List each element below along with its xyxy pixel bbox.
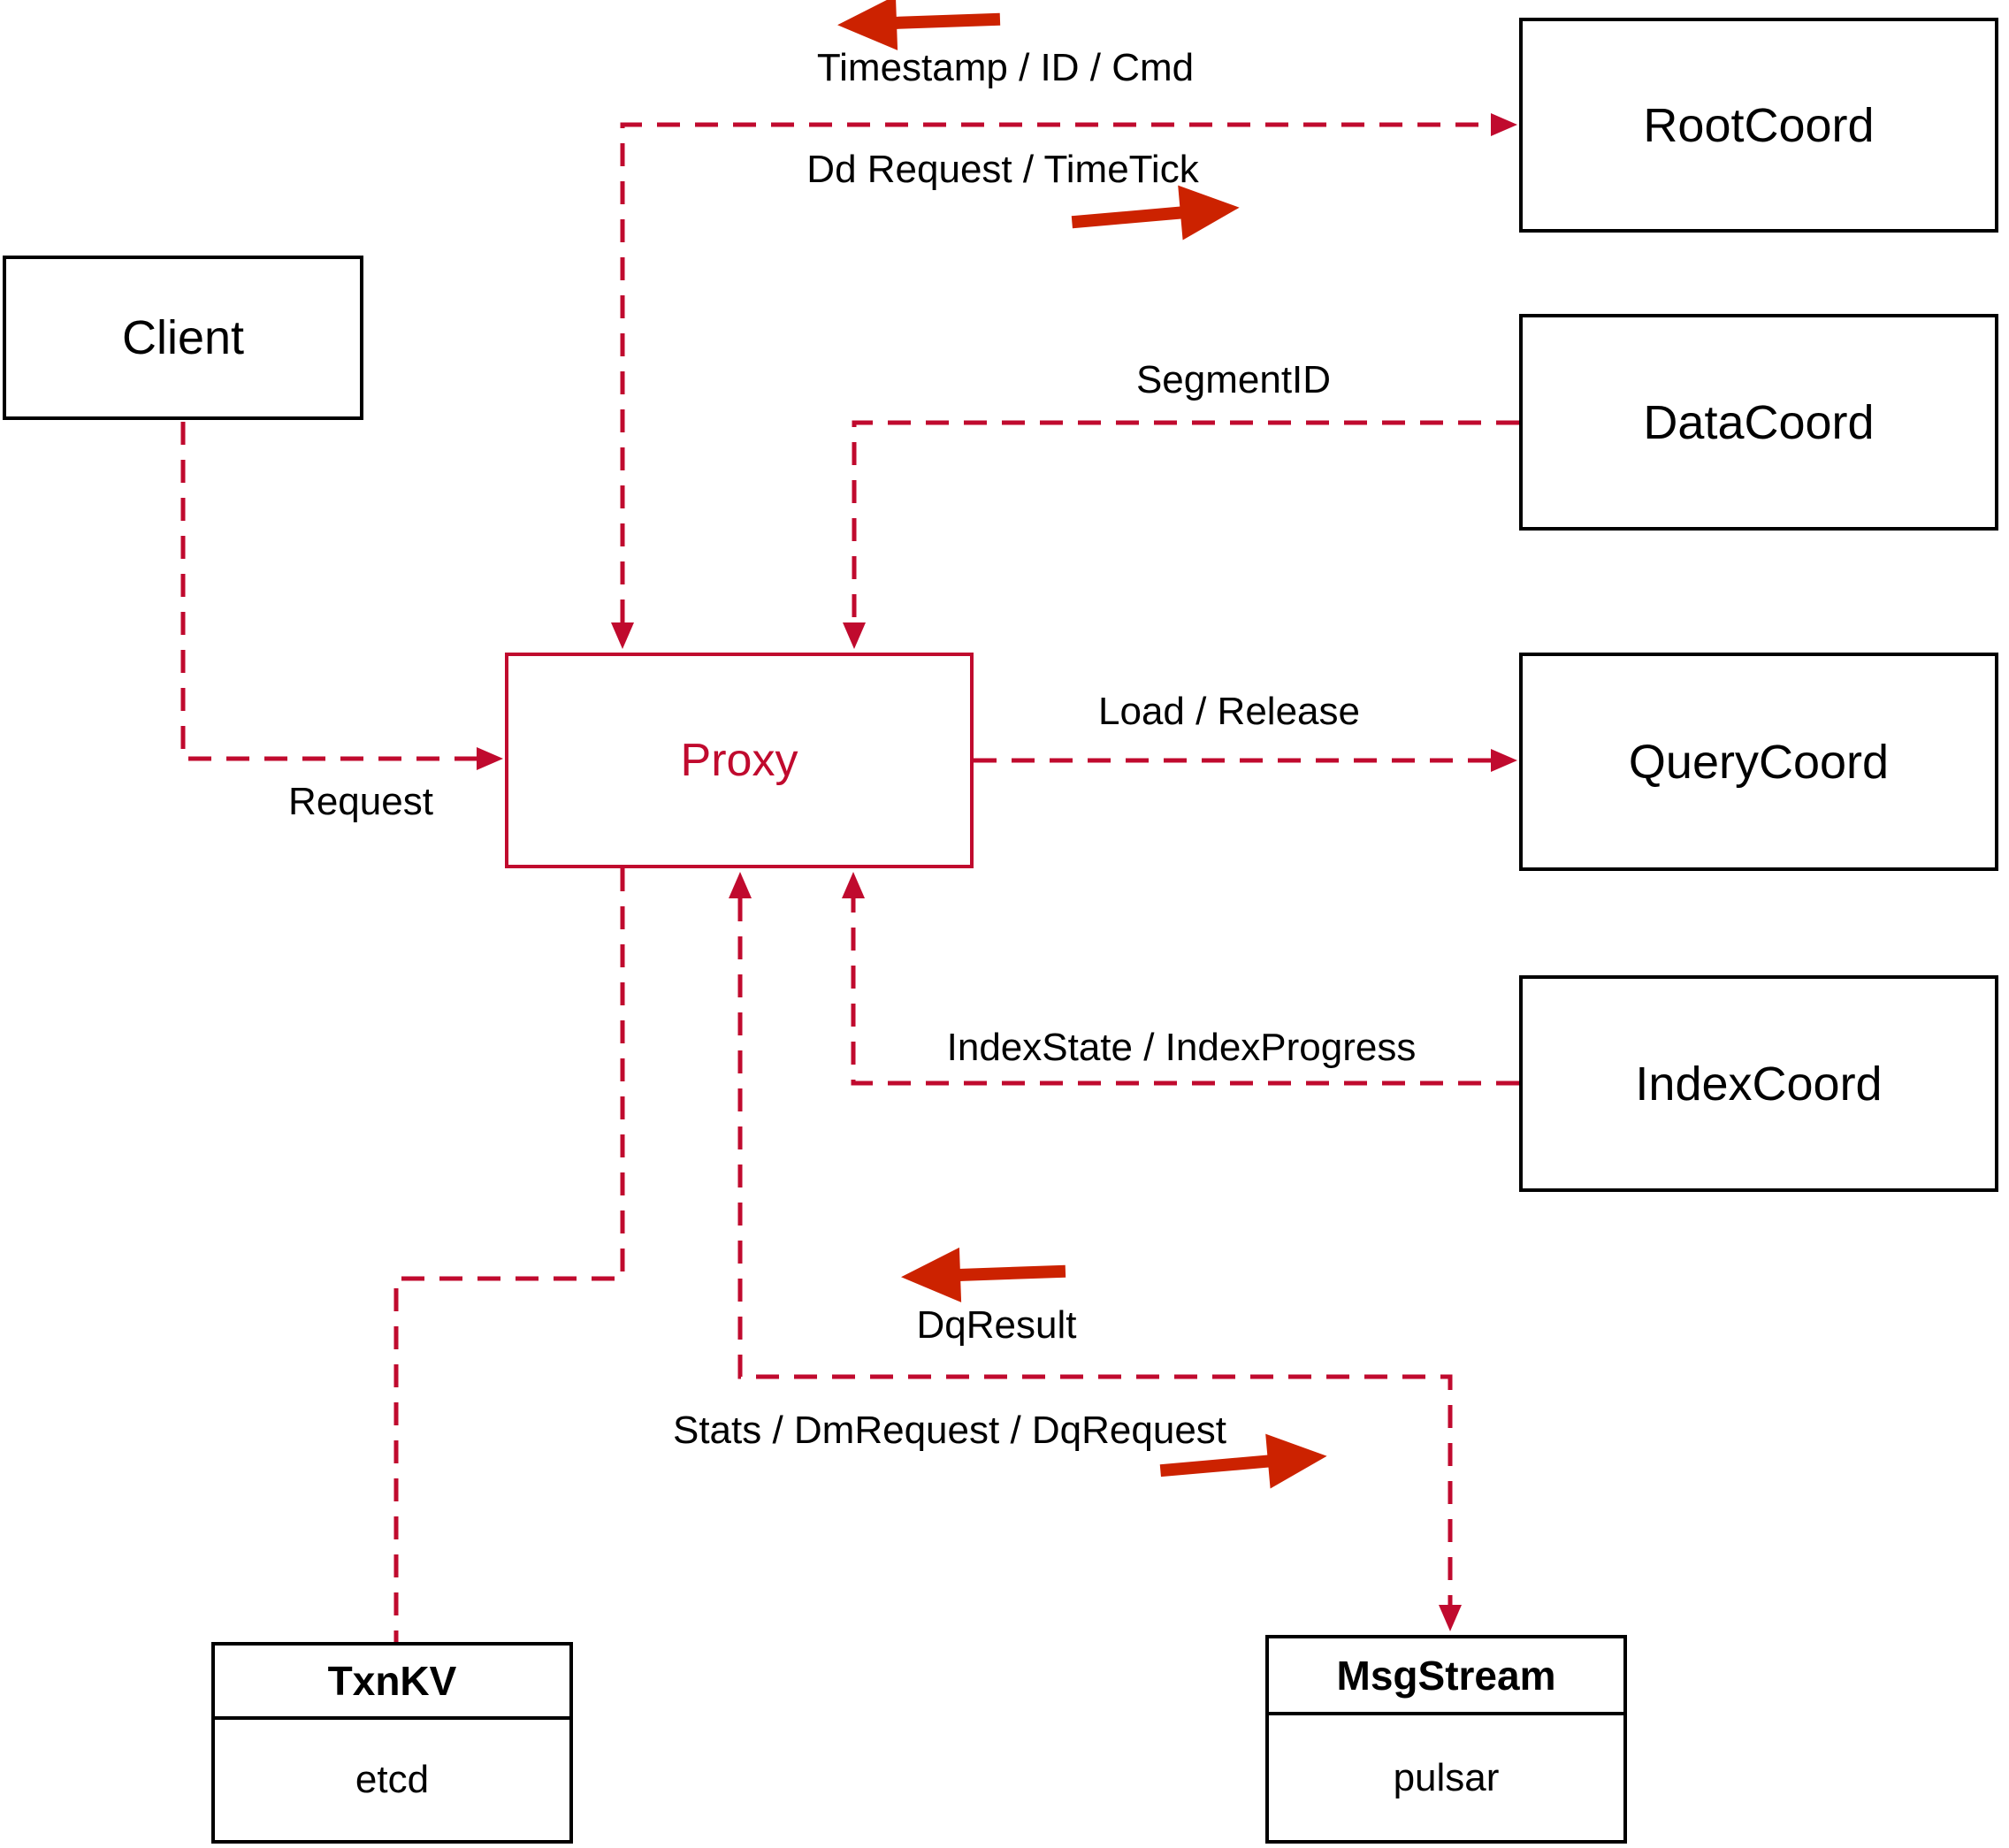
arrowhead-into-rootcoord: [1491, 113, 1517, 136]
edge-label-load-release: Load / Release: [1098, 690, 1360, 733]
node-msgstream: MsgStream pulsar: [1265, 1635, 1627, 1844]
edge-proxy-msgstream: [737, 898, 1453, 1605]
edge-datacoord-proxy: [852, 420, 1519, 622]
node-client: Client: [3, 256, 363, 420]
node-proxy-label: Proxy: [680, 735, 798, 786]
node-txnkv: TxnKV etcd: [211, 1642, 573, 1844]
edge-label-dd-request-timetick: Dd Request / TimeTick: [806, 148, 1199, 191]
edge-label-timestamp-id-cmd: Timestamp / ID / Cmd: [816, 46, 1195, 89]
node-rootcoord-label: RootCoord: [1643, 98, 1875, 152]
node-txnkv-body-label: etcd: [355, 1758, 430, 1801]
arrowhead-into-querycoord: [1491, 749, 1517, 772]
node-querycoord: QueryCoord: [1519, 653, 1998, 871]
edge-label-stats-dm-dq: Stats / DmRequest / DqRequest: [672, 1409, 1227, 1452]
edge-label-index-state: IndexState / IndexProgress: [946, 1026, 1417, 1069]
node-msgstream-title-label: MsgStream: [1336, 1652, 1556, 1699]
node-rootcoord: RootCoord: [1519, 18, 1998, 233]
node-txnkv-body: etcd: [215, 1720, 569, 1840]
arrowhead-into-proxy-top-right: [843, 622, 866, 649]
node-txnkv-title-label: TxnKV: [327, 1658, 457, 1704]
arrowhead-into-proxy-bottom-mid: [729, 872, 752, 898]
arrowhead-into-proxy-bottom-right: [842, 872, 865, 898]
node-datacoord-label: DataCoord: [1643, 395, 1875, 449]
direction-arrow-right-stats: [1159, 1433, 1327, 1489]
edge-proxy-txnkv: [393, 868, 625, 1642]
arrowhead-into-proxy-left: [477, 747, 503, 770]
node-txnkv-title: TxnKV: [215, 1646, 569, 1720]
edge-label-dq-result: DqResult: [916, 1303, 1077, 1347]
node-indexcoord: IndexCoord: [1519, 975, 1998, 1192]
edge-label-request: Request: [288, 780, 433, 823]
node-datacoord: DataCoord: [1519, 314, 1998, 531]
node-proxy: Proxy: [505, 653, 974, 868]
edge-proxy-rootcoord: [620, 122, 1491, 622]
node-querycoord-label: QueryCoord: [1628, 735, 1890, 789]
node-indexcoord-label: IndexCoord: [1635, 1057, 1883, 1111]
edge-label-segment-id: SegmentID: [1135, 358, 1332, 401]
node-client-label: Client: [121, 311, 245, 364]
arrowhead-into-proxy-top-left: [611, 622, 634, 649]
node-msgstream-body: pulsar: [1269, 1715, 1623, 1840]
edge-client-proxy: [180, 422, 477, 761]
edge-indexcoord-proxy: [851, 898, 1519, 1086]
direction-arrow-left-dqresult: [901, 1247, 1066, 1302]
direction-arrow-left-timestamp: [837, 0, 1001, 50]
direction-arrow-right-ddrequest: [1071, 185, 1240, 241]
node-msgstream-title: MsgStream: [1269, 1638, 1623, 1715]
arrowhead-into-msgstream: [1439, 1605, 1462, 1631]
node-msgstream-body-label: pulsar: [1393, 1755, 1500, 1799]
